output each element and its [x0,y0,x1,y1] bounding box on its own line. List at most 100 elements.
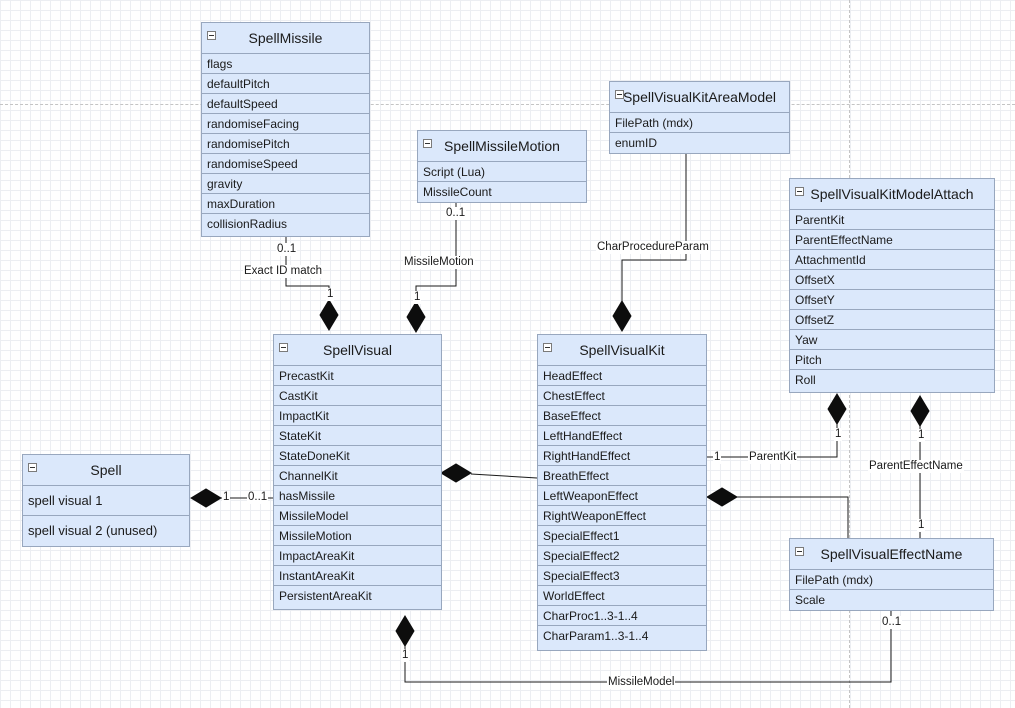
collapse-icon[interactable] [795,547,804,556]
attribute-row[interactable]: maxDuration [202,194,369,214]
attribute-row[interactable]: enumID [615,136,658,150]
attribute-list: FilePath (mdx) Scale [790,570,993,610]
attribute-row[interactable]: InstantAreaKit [274,566,441,586]
multiplicity-label: 0..1 [276,243,298,256]
collapse-icon[interactable] [543,343,552,352]
attribute-row[interactable]: ParentEffectName [790,230,994,250]
attribute-row[interactable]: PrecastKit [274,366,441,386]
association-label: Exact ID match [243,265,323,278]
attribute-row[interactable]: CharProc1..3-1..4 [538,606,706,626]
composition-diamond-areamodel [612,300,632,332]
attribute-row[interactable]: ImpactAreaKit [274,546,441,566]
class-spell-visual-kit[interactable]: SpellVisualKit HeadEffect ChestEffect Ba… [537,334,707,651]
association-label: ParentKit [748,451,798,464]
attribute-row[interactable]: Script (Lua) [418,162,586,182]
attribute-row[interactable]: defaultSpeed [202,94,369,114]
attribute-row[interactable]: defaultPitch [202,74,369,94]
attribute-row[interactable]: CharParam1..3-1..4 [543,629,649,643]
composition-diamond-attach-right [910,395,930,427]
attribute-row[interactable]: spell visual 2 (unused) [28,523,158,538]
attribute-row[interactable]: MissileCount [423,185,492,199]
attribute-list: spell visual 1 spell visual 2 (unused) [23,486,189,546]
multiplicity-label: 0..1 [247,491,269,504]
attribute-row[interactable]: hasMissile [274,486,441,506]
composition-diamond-motion [406,301,426,333]
composition-diamond-spell [190,488,222,508]
attribute-row[interactable]: OffsetY [790,290,994,310]
class-spell-visual[interactable]: SpellVisual PrecastKit CastKit ImpactKit… [273,334,442,610]
connector-visual-to-kit[interactable] [470,473,538,479]
attribute-row[interactable]: gravity [202,174,369,194]
class-title: SpellVisualKit [579,342,665,358]
class-title: SpellMissile [248,30,323,46]
collapse-icon[interactable] [207,31,216,40]
multiplicity-label: 1 [917,429,926,442]
attribute-row[interactable]: SpecialEffect2 [538,546,706,566]
attribute-row[interactable]: BreathEffect [538,466,706,486]
attribute-row[interactable]: WorldEffect [538,586,706,606]
collapse-icon[interactable] [279,343,288,352]
connector-kit-to-effectname[interactable] [737,496,849,538]
collapse-icon[interactable] [795,187,804,196]
attribute-row[interactable]: OffsetZ [790,310,994,330]
connector-areamodel-to-kit[interactable] [621,153,687,301]
horizontal-guide-line [0,104,1015,105]
class-title: SpellVisualEffectName [820,546,963,562]
attribute-row[interactable]: randomiseSpeed [202,154,369,174]
attribute-row[interactable]: LeftWeaponEffect [538,486,706,506]
attribute-row[interactable]: flags [202,54,369,74]
class-spell[interactable]: Spell spell visual 1 spell visual 2 (unu… [22,454,190,547]
attribute-row[interactable]: FilePath (mdx) [610,113,789,133]
attribute-row[interactable]: CastKit [274,386,441,406]
attribute-row[interactable]: LeftHandEffect [538,426,706,446]
class-spell-visual-kit-model-attach[interactable]: SpellVisualKitModelAttach ParentKit Pare… [789,178,995,393]
class-spell-visual-kit-area-model[interactable]: SpellVisualKitAreaModel FilePath (mdx) e… [609,81,790,154]
attribute-row[interactable]: RightWeaponEffect [538,506,706,526]
attribute-row[interactable]: Pitch [790,350,994,370]
collapse-icon[interactable] [615,90,624,99]
attribute-row[interactable]: SpecialEffect1 [538,526,706,546]
attribute-row[interactable]: ChannelKit [274,466,441,486]
attribute-row[interactable]: StateKit [274,426,441,446]
attribute-row[interactable]: RightHandEffect [538,446,706,466]
collapse-icon[interactable] [28,463,37,472]
attribute-row[interactable]: Yaw [790,330,994,350]
association-label: MissileMotion [403,256,475,269]
attribute-list: FilePath (mdx) enumID [610,113,789,153]
composition-diamond-visual-bottom [395,615,415,647]
attribute-list: PrecastKit CastKit ImpactKit StateKit St… [274,366,441,606]
multiplicity-label: 0..1 [445,207,467,220]
attribute-row[interactable]: ChestEffect [538,386,706,406]
attribute-row[interactable]: MissileModel [274,506,441,526]
attribute-row[interactable]: OffsetX [790,270,994,290]
attribute-row[interactable]: SpecialEffect3 [538,566,706,586]
class-header: SpellVisualKitModelAttach [790,179,994,210]
multiplicity-label: 1 [222,491,231,504]
collapse-icon[interactable] [423,139,432,148]
class-header: SpellVisualEffectName [790,539,993,570]
attribute-row[interactable]: ImpactKit [274,406,441,426]
association-label: CharProcedureParam [596,241,710,254]
attribute-row[interactable]: Scale [795,593,826,607]
attribute-row[interactable]: spell visual 1 [23,486,189,516]
class-spell-missile[interactable]: SpellMissile flags defaultPitch defaultS… [201,22,370,237]
attribute-row[interactable]: BaseEffect [538,406,706,426]
class-spell-missile-motion[interactable]: SpellMissileMotion Script (Lua) MissileC… [417,130,587,203]
attribute-row[interactable]: MissileMotion [274,526,441,546]
attribute-row[interactable]: ParentKit [790,210,994,230]
class-header: SpellVisual [274,335,441,366]
attribute-row[interactable]: AttachmentId [790,250,994,270]
attribute-row[interactable]: randomiseFacing [202,114,369,134]
attribute-row[interactable]: HeadEffect [538,366,706,386]
attribute-row[interactable]: StateDoneKit [274,446,441,466]
attribute-row[interactable]: Roll [795,373,816,387]
attribute-row[interactable]: randomisePitch [202,134,369,154]
multiplicity-label: 1 [401,649,410,662]
class-title: Spell [90,462,122,478]
attribute-list: HeadEffect ChestEffect BaseEffect LeftHa… [538,366,706,646]
attribute-row[interactable]: collisionRadius [207,217,288,231]
attribute-row[interactable]: PersistentAreaKit [279,589,372,603]
attribute-row[interactable]: FilePath (mdx) [790,570,993,590]
class-spell-visual-effect-name[interactable]: SpellVisualEffectName FilePath (mdx) Sca… [789,538,994,611]
class-header: SpellVisualKitAreaModel [610,82,789,113]
